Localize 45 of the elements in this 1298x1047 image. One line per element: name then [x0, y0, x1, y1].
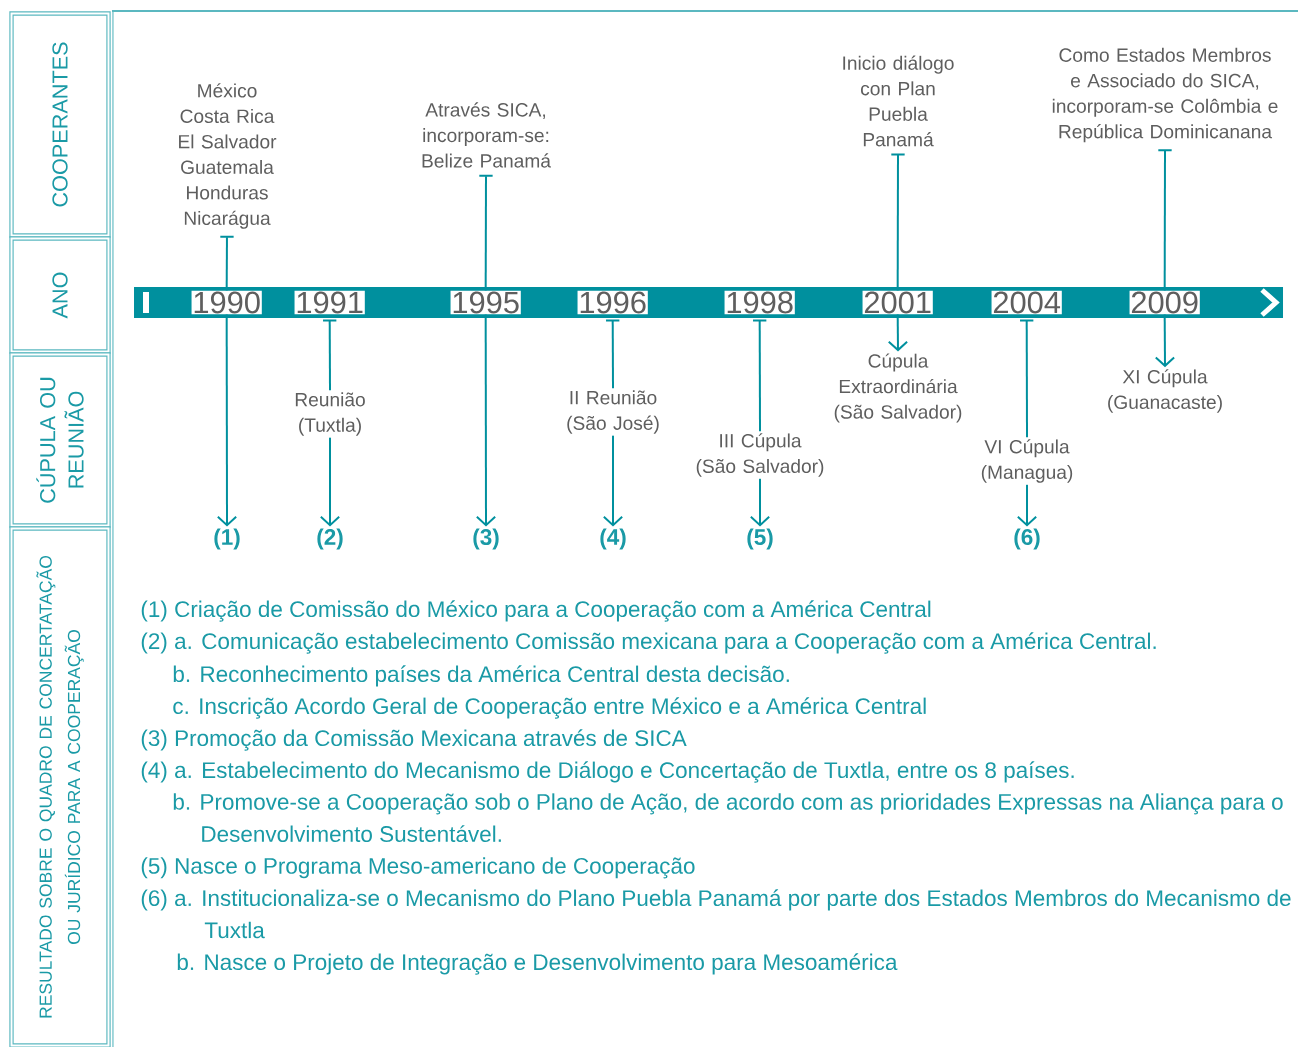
connector-arrow [749, 477, 771, 527]
reference-number: (5) [747, 528, 773, 550]
connector-arrow [322, 319, 338, 392]
connector-arrow [890, 153, 906, 292]
connector-arrow [605, 319, 621, 390]
event-text: Como Estados Membros e Associado do SICA, incorporam-se Colômbia e República Dominicanana [1052, 47, 1278, 143]
reference-number: (3) [473, 528, 499, 550]
footnote-text: (2) a. Comunicação estabelecimento Comissão mexicana para a Cooperação com a América Central. [141, 632, 1156, 654]
footnote-text: c. Inscrição Acordo Geral de Cooperação entre México e a América Central [173, 697, 926, 719]
meeting-text: XI Cúpula (Guanacaste) [1108, 369, 1222, 413]
row-header-cell: CÚPULA OU REUNIÃO [9, 352, 111, 528]
footnote-text: b. Reconhecimento países da América Central desta decisão. [173, 665, 789, 687]
reference-number: (4) [600, 528, 626, 550]
reference-number: (1) [214, 528, 240, 550]
meeting-text: III Cúpula (São Salvador) [696, 433, 824, 477]
connector-arrow [1019, 319, 1035, 439]
footnote-text: (4) a. Estabelecimento do Mecanismo de Diálogo e Concertação de Tuxtla, entre os 8 países. [141, 761, 1074, 783]
reference-number: (6) [1014, 528, 1040, 550]
row-header-cell: RESULTADO SOBRE O QUADRO DE CONCERTATAÇÃO OU JURÍDICO PARA A COOPERAÇÃO [9, 526, 111, 1047]
connector-arrow [219, 235, 235, 292]
connector-arrow [475, 313, 497, 527]
footnote-text: (1) Criação de Comissão do México para a Cooperação com a América Central [141, 600, 931, 622]
event-text: Inicio diálogo con Plan Puebla Panamá [843, 55, 954, 147]
row-header-cell: COOPERANTES [9, 11, 111, 238]
meeting-text: VI Cúpula (Managua) [981, 439, 1073, 483]
connector-arrow [319, 436, 341, 527]
meeting-text: II Reunião (São José) [567, 390, 659, 434]
meeting-text: Reunião (Tuxtla) [295, 392, 365, 436]
connector-arrow [887, 313, 909, 352]
connector-arrow [478, 174, 494, 292]
event-text: México Costa Rica El Salvador Guatemala Honduras Nicarágua [179, 83, 277, 229]
reference-number: (2) [317, 528, 343, 550]
footnote-text: (5) Nasce o Programa Meso-americano de Cooperação [141, 857, 695, 879]
connector-arrow [1016, 483, 1038, 527]
connector-arrow [752, 319, 768, 433]
footnote-text: b. Promove-se a Cooperação sob o Plano de Ação, de acordo com as prioridades Expressas na Aliança para o Desenvolvimento Sustentável. [173, 793, 1283, 842]
connector-arrow [1157, 149, 1173, 292]
footnote-text: b. Nasce o Projeto de Integração e Desenvolvimento para Mesoamérica [177, 953, 898, 975]
row-header-cell: ANO [9, 236, 111, 354]
connector-arrow [602, 434, 624, 527]
connector-arrow [1154, 313, 1176, 368]
footnote-text: (3) Promoção da Comissão Mexicana através de SICA [141, 729, 687, 751]
meeting-text: Cúpula Extraordinária (São Salvador) [834, 353, 962, 423]
event-text: Através SICA, incorporam-se: Belize Panamá [422, 102, 551, 168]
connector-arrow [216, 313, 238, 527]
